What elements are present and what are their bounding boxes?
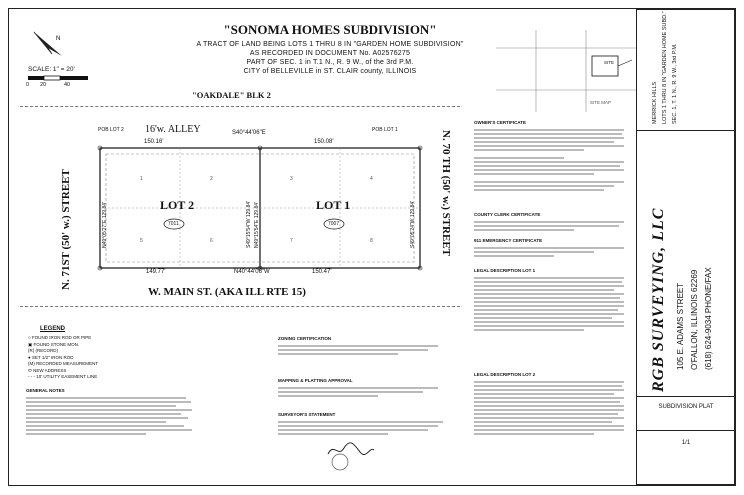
- alley-line: [20, 106, 460, 107]
- surveyor-signature: [327, 442, 375, 455]
- left-bearing: N49°05'27"E 129.84': [102, 202, 108, 248]
- address-lot-2: 7011: [168, 221, 179, 227]
- legend-item: (R) (RECORD): [28, 348, 58, 353]
- mid-bearing-a: S49°15'54"W 129.84': [246, 200, 252, 248]
- vicinity-map: [496, 30, 636, 112]
- company-phone: (618) 624-9034 PHONE/FAX: [704, 267, 713, 370]
- project-line-3: SEC. 1, T. 1 N., R. 9 W., 3rd P.M.: [672, 43, 678, 125]
- scale-label: SCALE: 1" = 20': [28, 66, 75, 73]
- scale-tick-40: 40: [64, 82, 71, 88]
- sub-lot-8: 8: [370, 238, 373, 244]
- owners-certificate-text: [474, 127, 624, 193]
- legend-list: ○ FOUND IRON ROD OR PIPE ▣ FOUND STONE M…: [28, 335, 158, 381]
- title-block-divider-2: [636, 396, 735, 397]
- mapping-approval-title: MAPPING & PLATTING APPROVAL: [278, 378, 353, 383]
- sheet-number: 1/1: [681, 440, 691, 446]
- right-street-label: N. 70 TH (50' w.) STREET: [440, 130, 452, 257]
- legend-item: ⬭ NEW ADDRESS: [28, 367, 67, 373]
- svg-text:N: N: [56, 36, 60, 42]
- square-icon: ▣: [28, 341, 34, 347]
- pob-lot2-label: POB LOT 2: [98, 127, 124, 133]
- scale-tick-20: 20: [40, 82, 47, 88]
- general-notes-title: GENERAL NOTES: [26, 388, 65, 393]
- legal-description-lot-1-title: LEGAL DESCRIPTION LOT 1: [474, 268, 536, 273]
- dashed-line-icon: - - -: [28, 374, 37, 379]
- sub-lot-6: 6: [210, 238, 213, 244]
- right-bearing: S49°05'24"W 129.84': [410, 200, 416, 248]
- header-line-1: A TRACT OF LAND BEING LOTS 1 THRU 8 IN "…: [196, 41, 464, 48]
- scale-bar: [28, 75, 88, 81]
- bottom-distance-right: 150.47': [312, 269, 332, 275]
- vicinity-map-label: SITE MAP: [590, 100, 612, 105]
- left-street-label: N. 71ST (50' w.) STREET: [60, 169, 72, 290]
- bottom-distance-left: 149.77': [146, 269, 166, 275]
- project-line-2: LOTS 1 THRU 8 IN "GARDEN HOME SUBD.": [662, 11, 668, 124]
- sub-lot-3: 3: [290, 176, 293, 182]
- alley-label: 16'w. ALLEY: [145, 124, 201, 135]
- owners-certificate-title: OWNER'S CERTIFICATE: [474, 120, 526, 125]
- legal-description-lot-2-text: [474, 379, 624, 437]
- main-street-line: [20, 306, 460, 307]
- legend-item: (M) RECORDED MEASUREMENT: [28, 361, 99, 366]
- plat-title: "SONOMA HOMES SUBDIVISION": [223, 22, 437, 37]
- circle-icon: ○: [28, 335, 32, 340]
- header-line-2: AS RECORDED IN DOCUMENT No. A02576275: [249, 50, 411, 57]
- surveyor-statement-title: SURVEYOR'S STATEMENT: [278, 412, 336, 417]
- general-notes-text: [26, 395, 196, 437]
- surveyor-text: [278, 419, 448, 437]
- dot-icon: ●: [28, 354, 32, 360]
- main-street-label: W. MAIN ST. (AKA ILL RTE 15): [148, 286, 306, 298]
- company-address-2: O'FALLON, ILLINOIS 62269: [690, 269, 699, 370]
- sub-lot-1: 1: [140, 176, 143, 182]
- top-distance-right: 150.08': [314, 139, 334, 145]
- header-line-4: CITY of BELLEVILLE in ST. CLAIR county, …: [243, 68, 417, 75]
- project-line-1: MERRICK HILLS: [652, 81, 658, 124]
- mapping-text: [278, 385, 448, 399]
- lot-2-label: LOT 2: [160, 198, 195, 212]
- north-arrow-icon: N: [33, 31, 62, 56]
- sheet-title: SUBDIVISION PLAT: [658, 404, 714, 410]
- sub-lot-2: 2: [210, 176, 213, 182]
- bottom-bearing: N40°44'06"W: [234, 269, 270, 275]
- legend-item: ▣ FOUND STONE MON.: [28, 341, 80, 347]
- legend-item: - - - 10' UTILITY EASEMENT LINE: [28, 374, 98, 379]
- scale-tick-0: 0: [26, 82, 30, 88]
- legal-description-lot-1-text: [474, 275, 624, 333]
- legend-item: ○ FOUND IRON ROD OR PIPE: [28, 335, 92, 340]
- lot-1-label: LOT 1: [316, 198, 351, 212]
- company-name: RGB SURVEYING, LLC: [650, 207, 667, 392]
- mid-bearing-b: N49°15'54"E 129.84': [254, 202, 260, 248]
- top-bearing: S40°44'06"E: [232, 130, 266, 136]
- surveyor-seal: [331, 453, 349, 471]
- legend-title: LEGEND: [40, 326, 66, 332]
- sub-lot-7: 7: [290, 238, 293, 244]
- county-clerk-title: COUNTY CLERK CERTIFICATE: [474, 212, 541, 217]
- sub-lot-4: 4: [370, 176, 373, 182]
- company-address-1: 105 E. ADAMS STREET: [676, 282, 685, 370]
- legal-description-lot-2-title: LEGAL DESCRIPTION LOT 2: [474, 372, 536, 377]
- title-block: [636, 9, 735, 485]
- header-line-3: PART OF SEC. 1 in T.1 N., R. 9 W., of th…: [246, 59, 414, 66]
- vicinity-site-label: SITE: [604, 60, 615, 65]
- emergency-certificate-title: 911 EMERGENCY CERTIFICATE: [474, 238, 543, 243]
- title-block-divider-1: [636, 130, 735, 131]
- address-lot-1: 7007: [328, 221, 340, 227]
- drawing-sheet: [8, 8, 736, 486]
- lot-plat-drawing: [97, 145, 423, 271]
- pob-lot1-label: POB LOT 1: [372, 127, 398, 133]
- zoning-text: [278, 343, 448, 357]
- legend-item: ● SET 1/2" IRON ROD: [28, 354, 74, 360]
- top-distance-left: 150.16': [144, 139, 164, 145]
- emergency-certificate-text: [474, 245, 624, 259]
- sub-lot-5: 5: [140, 238, 143, 244]
- title-block-divider-3: [636, 430, 735, 431]
- zoning-certification-title: ZONING CERTIFICATION: [278, 336, 332, 341]
- county-clerk-text: [474, 219, 624, 233]
- ellipse-icon: ⬭: [28, 367, 34, 373]
- oakdale-block-label: "OAKDALE" BLK 2: [192, 90, 271, 100]
